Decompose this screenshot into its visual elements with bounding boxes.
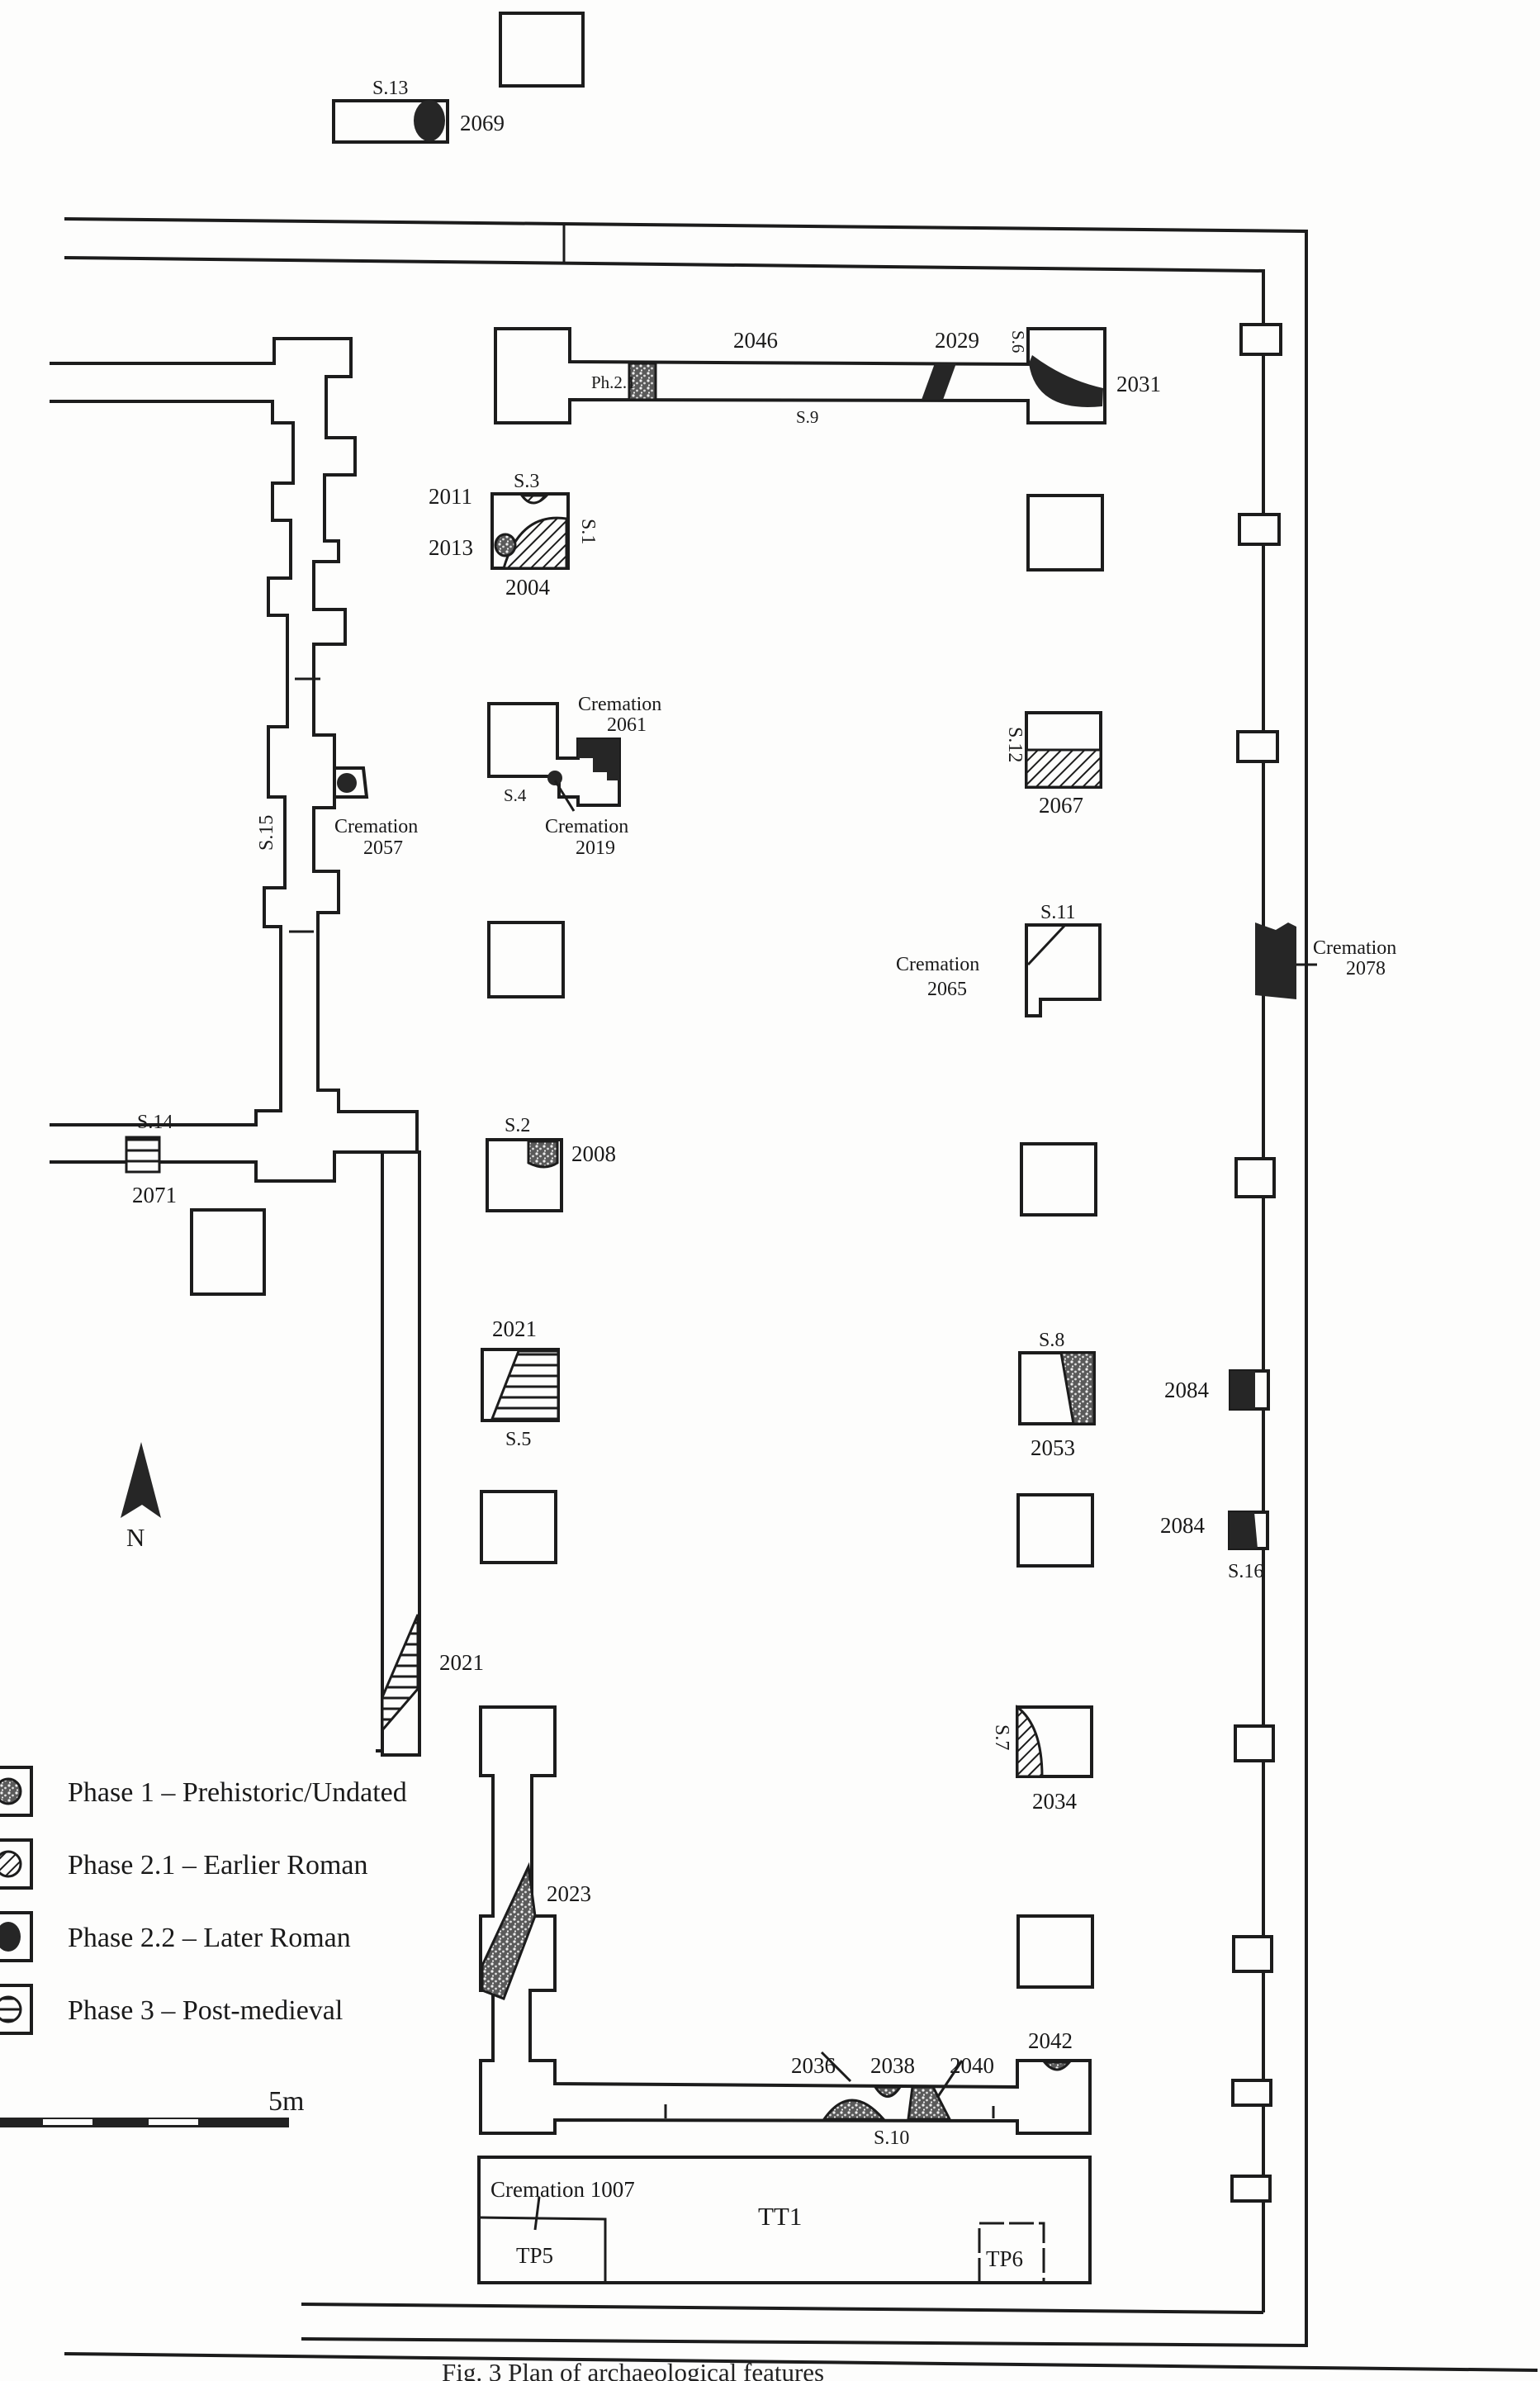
solid-black-swatch-icon [0,1922,21,1952]
horizontal-hatch-swatch-icon [0,1995,22,2023]
label-cremation-2019a: Cremation [545,816,628,837]
label-tp6: TP6 [986,2246,1023,2271]
enclosure-walls [64,217,1538,2372]
label-s4: S.4 [504,785,527,805]
svg-text:Phase 1 – Prehistoric/Undated: Phase 1 – Prehistoric/Undated [68,1777,407,1808]
label-cremation-2078a: Cremation [1313,937,1396,959]
label-cremation-2057b: 2057 [363,837,403,859]
label-2021b: 2021 [439,1650,484,1675]
north-arrow-icon [121,1442,161,1518]
scale-bar: 5m [0,2086,304,2127]
label-tt1: TT1 [758,2202,802,2231]
label-2046: 2046 [733,328,778,353]
feature-cremation-2078 [1255,923,1296,999]
label-s11: S.11 [1040,902,1075,923]
label-cremation-2065b: 2065 [927,979,967,1000]
label-s5: S.5 [505,1429,531,1450]
trench-tt1: Cremation 1007 TT1 TP5 TP6 [477,2156,1092,2284]
wall-s15: S.15 Cremation 2057 S.14 2071 2021 [50,337,484,1757]
svg-text:Phase 2.2 – Later Roman: Phase 2.2 – Later Roman [68,1923,351,1953]
label-2084a: 2084 [1164,1378,1210,1402]
label-s9: S.9 [796,407,818,427]
label-s6: S.6 [1008,330,1028,353]
label-cremation-2065a: Cremation [896,954,979,975]
right-wall-piers: Cremation 2078 2084 2084 S.16 [1160,323,1396,2203]
label-cremation-2061b: 2061 [607,714,647,736]
label-cremation-2078b: 2078 [1346,958,1386,979]
legend: Phase 1 – Prehistoric/Undated Phase 2.1 … [0,1766,407,2035]
legend-item-phase1: Phase 1 – Prehistoric/Undated [0,1766,407,1817]
label-cremation-2057a: Cremation [334,816,418,837]
label-2004: 2004 [505,575,551,600]
middle-column-trenches: Cremation 2061 S.4 Cremation 2019 S.2 20… [480,694,661,1564]
label-s16: S.16 [1228,1561,1263,1582]
label-2071: 2071 [132,1183,177,1207]
label-2021a: 2021 [492,1316,537,1341]
label-s14: S.14 [137,1112,173,1133]
label-2013: 2013 [429,535,473,560]
trench-s13: S.13 2069 [332,12,585,144]
trench-s3-s1: S.3 2011 2013 S.1 2004 [429,471,599,600]
scale-label: 5m [268,2086,304,2117]
svg-text:Phase 3 – Post-medieval: Phase 3 – Post-medieval [68,1995,343,2026]
label-2023: 2023 [547,1881,591,1906]
label-cremation-1007: Cremation 1007 [490,2177,635,2202]
trench-s9: 2046 2029 S.6 2031 Ph.2.1 S.9 [494,327,1161,427]
label-cremation-2061a: Cremation [578,694,661,715]
label-2008: 2008 [571,1141,616,1166]
north-label: N [126,1523,145,1552]
label-2069: 2069 [460,111,505,135]
label-2084b: 2084 [1160,1513,1206,1538]
svg-text:Phase 2.1 – Earlier Roman: Phase 2.1 – Earlier Roman [68,1850,368,1881]
label-2067: 2067 [1039,793,1083,818]
north-arrow: N [121,1442,161,1552]
label-tp5: TP5 [516,2243,553,2268]
feature-2069 [414,100,445,141]
label-ph21: Ph.2.1 [591,372,636,392]
label-2034: 2034 [1032,1789,1078,1814]
label-s13: S.13 [372,78,408,99]
trench-s10: 2023 2042 2036 2038 2040 S.10 [479,1705,1092,2149]
label-cremation-2019b: 2019 [576,837,615,859]
label-s8: S.8 [1039,1330,1064,1351]
legend-item-phase2-2: Phase 2.2 – Later Roman [0,1911,351,1962]
label-s10: S.10 [874,2127,909,2149]
label-2042: 2042 [1028,2028,1073,2053]
legend-item-phase2-1: Phase 2.1 – Earlier Roman [0,1838,368,1890]
label-s2: S.2 [505,1115,530,1136]
label-2029: 2029 [935,328,979,353]
label-2040: 2040 [950,2053,994,2078]
label-s15: S.15 [256,815,277,851]
legend-item-phase3: Phase 3 – Post-medieval [0,1984,343,2035]
label-2053: 2053 [1031,1435,1075,1460]
label-s12: S.12 [1004,727,1026,762]
label-2031: 2031 [1116,372,1161,396]
right-column-trenches: S.12 2067 S.11 Cremation 2065 S.8 2053 S… [896,494,1104,1989]
label-2038: 2038 [870,2053,915,2078]
label-s1: S.1 [577,519,599,544]
diagonal-hatch-swatch-icon [0,1850,22,1878]
figure-caption: Fig. 3 Plan of archaeological features [442,2358,824,2381]
label-2036: 2036 [791,2053,836,2078]
label-s7: S.7 [991,1724,1012,1750]
stipple-swatch-icon [0,1777,22,1805]
label-s3: S.3 [514,471,539,492]
label-2011: 2011 [429,484,472,509]
